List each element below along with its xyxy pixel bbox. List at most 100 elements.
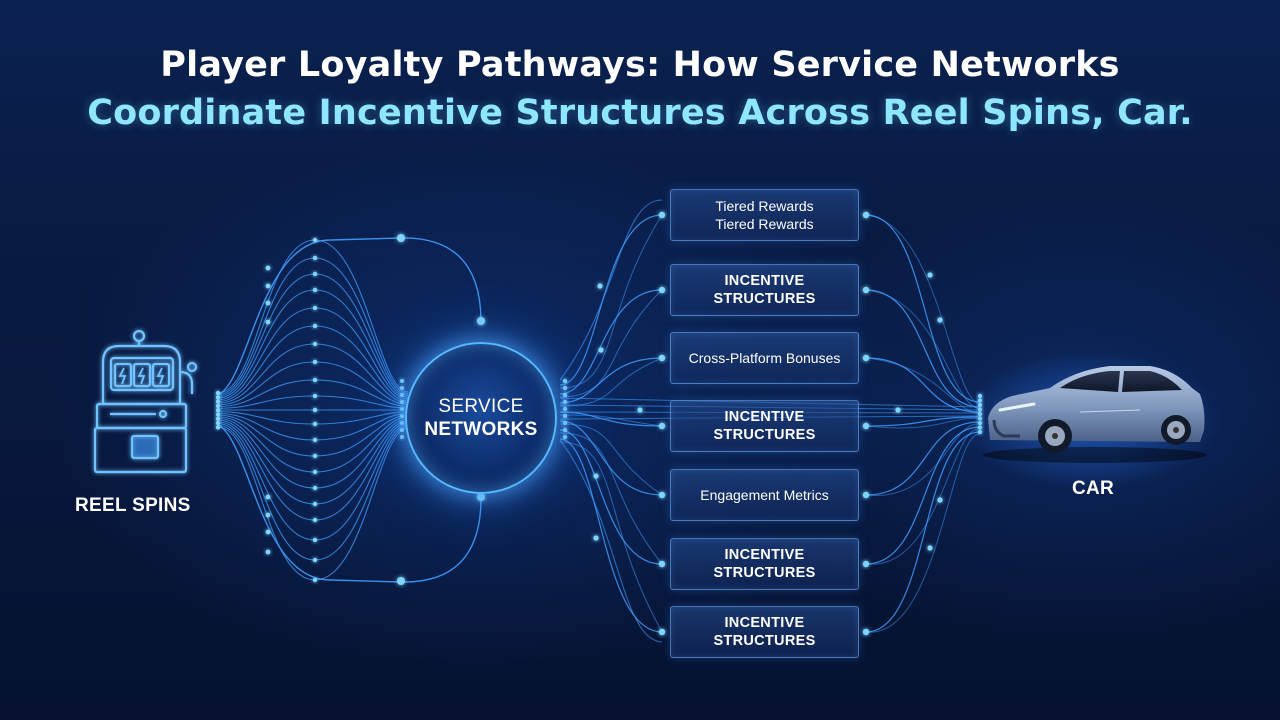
title-line-1: Player Loyalty Pathways: How Service Net… [160, 45, 1120, 85]
node-label-line-1: Cross-Platform Bonuses [688, 350, 841, 366]
connector-dot [265, 283, 271, 289]
connector-dot [265, 512, 271, 518]
connector-dot [862, 422, 870, 430]
connector-dot [562, 378, 568, 384]
connector-line [865, 214, 981, 403]
connector-line [865, 357, 981, 413]
connector-line [559, 423, 663, 496]
connector-dot [312, 437, 318, 443]
connector-line [559, 289, 663, 395]
connector-dot [312, 517, 318, 523]
connector-dot [215, 395, 221, 400]
connector-line [217, 416, 409, 473]
connector-dot [312, 501, 318, 507]
connector-dot [937, 497, 943, 503]
connector-dot [312, 557, 318, 563]
connector-dot [862, 211, 870, 219]
connector-line [559, 414, 663, 427]
connector-dot [215, 403, 221, 409]
connector-dot [927, 272, 933, 278]
connector-dot [400, 400, 404, 404]
connector-dot [562, 420, 568, 426]
node-label-line-1: INCENTIVE [724, 409, 805, 425]
node-label-line-1: INCENTIVE [724, 547, 805, 563]
connector-dot [312, 255, 318, 261]
connector-dot [562, 406, 568, 412]
connector-dot [312, 359, 318, 365]
connector-dot [215, 390, 221, 396]
connector-dot [562, 385, 568, 391]
node-box[interactable]: Cross-Platform Bonuses [670, 332, 859, 384]
connector-dot [265, 529, 271, 535]
node-box[interactable]: Engagement Metrics [670, 469, 859, 521]
connector-dot [312, 393, 318, 399]
connector-dot [658, 422, 666, 430]
connector-dot [895, 407, 901, 413]
connector-dot [658, 286, 666, 294]
connector-line [217, 411, 409, 425]
connector-dot [312, 271, 318, 277]
connector-dot [397, 234, 405, 242]
connector-dot [477, 493, 485, 501]
service-networks-hub[interactable]: SERVICE NETWORKS [405, 342, 557, 494]
connector-dot [312, 305, 318, 311]
connector-dot [312, 421, 318, 427]
connector-dot [215, 412, 221, 417]
connector-dot [312, 323, 318, 329]
connector-line [865, 289, 981, 408]
connector-dot [312, 407, 318, 413]
connector-line [217, 423, 409, 541]
connector-line [865, 431, 981, 633]
connector-dot [312, 469, 318, 475]
car-label: CAR [1072, 478, 1115, 499]
connector-dot [597, 283, 603, 289]
connector-dot [593, 535, 599, 541]
reel-spins-label: REEL SPINS [75, 495, 191, 516]
connector-dot [862, 491, 870, 499]
node-label-line-2: STRUCTURES [713, 427, 816, 443]
node-label-line-1: Tiered Rewards [715, 198, 814, 214]
connector-line [865, 433, 981, 633]
connector-line [559, 439, 663, 643]
connector-dot [215, 408, 221, 413]
connector-dot [265, 549, 271, 555]
connector-dot [562, 427, 568, 433]
connector-line [559, 357, 663, 404]
connector-line [217, 421, 409, 521]
connector-dot [400, 386, 404, 390]
node-box[interactable]: INCENTIVE STRUCTURES [670, 400, 859, 452]
connector-dot [927, 545, 933, 551]
hub-label-line-2: NETWORKS [424, 419, 538, 440]
connector-line [865, 289, 981, 410]
connector-line [559, 432, 663, 565]
car-icon [960, 350, 1220, 490]
node-label-line-1: INCENTIVE [724, 615, 805, 631]
node-text: Engagement Metrics [700, 486, 828, 504]
connector-dot [312, 577, 318, 583]
connector-line [559, 289, 663, 398]
connector-line [217, 412, 409, 441]
connector-dot [215, 416, 221, 421]
node-text: INCENTIVE STRUCTURES [713, 408, 815, 444]
node-label-line-1: Engagement Metrics [700, 487, 829, 503]
connector-dot [312, 341, 318, 347]
connector-dot [637, 407, 643, 413]
connector-dot [400, 407, 404, 411]
connector-dot [562, 434, 568, 440]
connector-dot [658, 211, 666, 219]
connector-dot [400, 414, 404, 418]
node-label-line-2: STRUCTURES [713, 291, 816, 307]
node-label-line-2: Tiered Rewards [715, 216, 814, 232]
connector-dot [400, 428, 404, 432]
connector-dot [593, 473, 599, 479]
connector-line [217, 424, 482, 583]
connector-dot [862, 286, 870, 294]
connector-line [865, 426, 981, 565]
